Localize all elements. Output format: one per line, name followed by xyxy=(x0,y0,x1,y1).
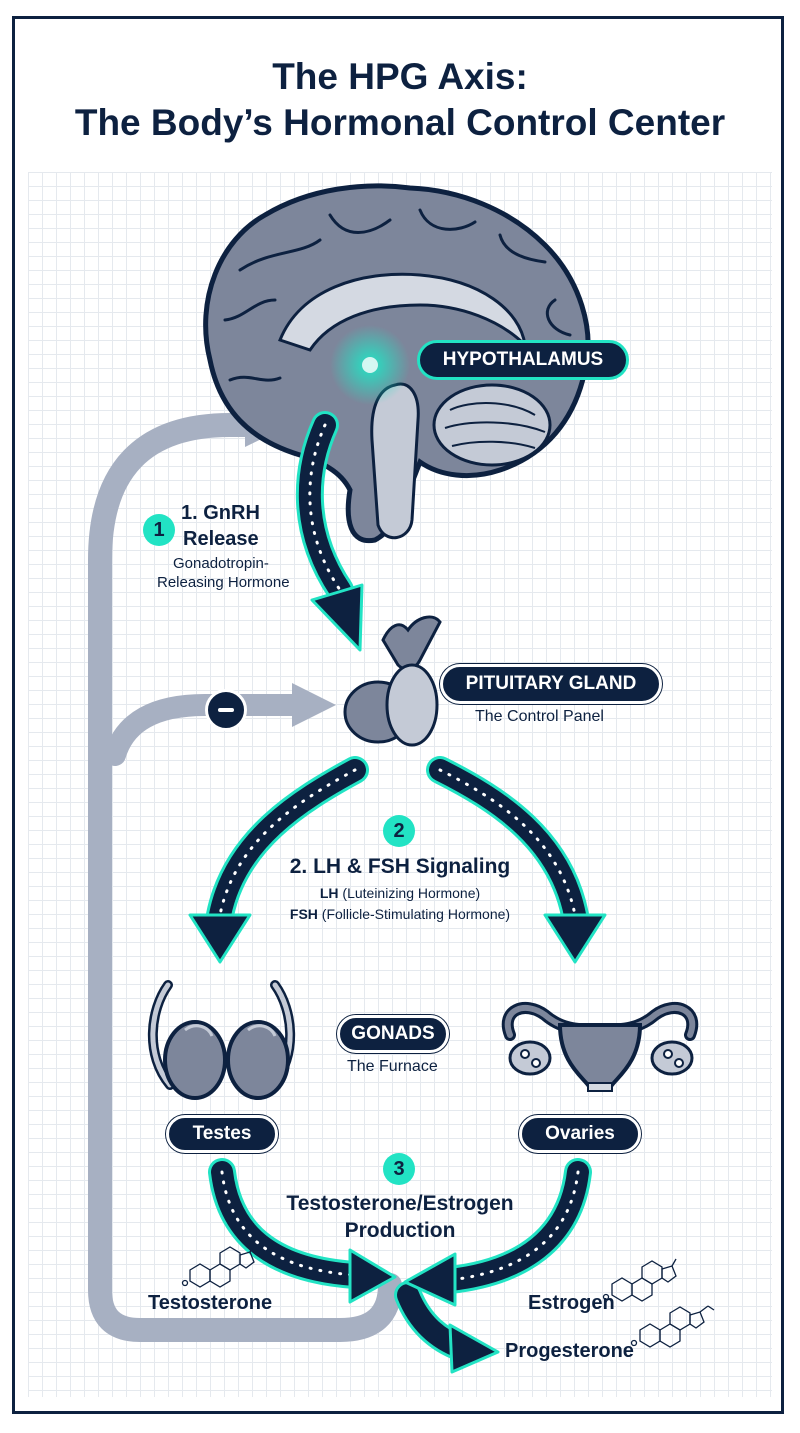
gonads-subtitle: The Furnace xyxy=(347,1058,438,1075)
fsh-description: (Follicle-Stimulating Hormone) xyxy=(321,906,511,922)
feedback-branch-path xyxy=(104,694,311,766)
testes-label: Testes xyxy=(166,1115,278,1153)
brain-stem xyxy=(370,382,420,540)
testes-illustration xyxy=(147,980,296,1100)
brain-cerebellum xyxy=(432,383,552,467)
testis-right xyxy=(226,1020,290,1100)
cervix xyxy=(587,1082,613,1092)
minus-icon xyxy=(205,689,247,731)
step-2-lh-line: LH (Luteinizing Hormone) xyxy=(0,885,800,901)
step-1-title-line1: 1. GnRH xyxy=(181,502,260,524)
molecule-icon-testosterone xyxy=(181,1244,255,1288)
feedback-loop xyxy=(88,413,402,1342)
gnrh-arrowhead xyxy=(310,583,364,652)
step-1-badge: 1 xyxy=(143,514,175,546)
lh-fsh-left-arrowhead xyxy=(188,913,252,964)
hormone-testosterone: Testosterone xyxy=(148,1292,273,1314)
molecule-icon-progesterone xyxy=(630,1305,715,1348)
brain-illustration xyxy=(203,183,591,544)
feedback-loop-path xyxy=(88,413,402,1342)
step-2-badge: 2 xyxy=(383,815,415,847)
ovary-right xyxy=(650,1040,694,1076)
step-1-desc-line2: Releasing Hormone xyxy=(157,574,290,591)
testis-left xyxy=(163,1020,227,1100)
gonads-label: GONADS xyxy=(337,1015,449,1053)
uterus-body xyxy=(557,1023,643,1087)
step-3-badge: 3 xyxy=(383,1153,415,1185)
lh-fsh-right-arrowhead xyxy=(543,913,607,964)
pituitary-lobe-right xyxy=(385,663,439,747)
signal-arrowheads xyxy=(188,583,607,1374)
pituitary-subtitle: The Control Panel xyxy=(475,708,604,725)
pituitary-stalk xyxy=(381,615,442,671)
hormone-progesterone: Progesterone xyxy=(505,1340,634,1362)
pituitary-illustration xyxy=(343,615,442,747)
testes-hormone-arrowhead xyxy=(348,1248,397,1304)
molecule-icon-estrogen xyxy=(602,1258,677,1302)
step-1-title-line2: Release xyxy=(183,528,259,550)
step-1-desc-line1: Gonadotropin- xyxy=(173,555,269,572)
diagram-title-line1: The HPG Axis: xyxy=(272,56,528,97)
lh-abbreviation: LH xyxy=(319,885,339,901)
ovary-left xyxy=(508,1040,552,1076)
ovaries-label: Ovaries xyxy=(519,1115,641,1153)
step-3-title-line1: Testosterone/Estrogen xyxy=(286,1192,514,1215)
step-3-title-line2: Production xyxy=(344,1219,456,1242)
step-2-fsh-line: FSH (Follicle-Stimulating Hormone) xyxy=(0,906,800,922)
hypothalamus-label: HYPOTHALAMUS xyxy=(417,340,629,380)
lh-description: (Luteinizing Hormone) xyxy=(342,885,481,901)
step-2-title: 2. LH & FSH Signaling xyxy=(289,855,511,878)
progesterone-arrowhead xyxy=(448,1323,500,1374)
hormone-estrogen: Estrogen xyxy=(528,1292,615,1314)
ovaries-illustration xyxy=(501,1001,699,1092)
pituitary-label: PITUITARY GLAND xyxy=(440,664,662,704)
ovaries-hormone-arrowhead xyxy=(403,1252,457,1307)
feedback-arrowhead-pituitary xyxy=(292,683,336,727)
diagram-title-line2: The Body’s Hormonal Control Center xyxy=(74,102,726,143)
signal-arrows xyxy=(206,411,592,1362)
fsh-abbreviation: FSH xyxy=(289,906,318,922)
